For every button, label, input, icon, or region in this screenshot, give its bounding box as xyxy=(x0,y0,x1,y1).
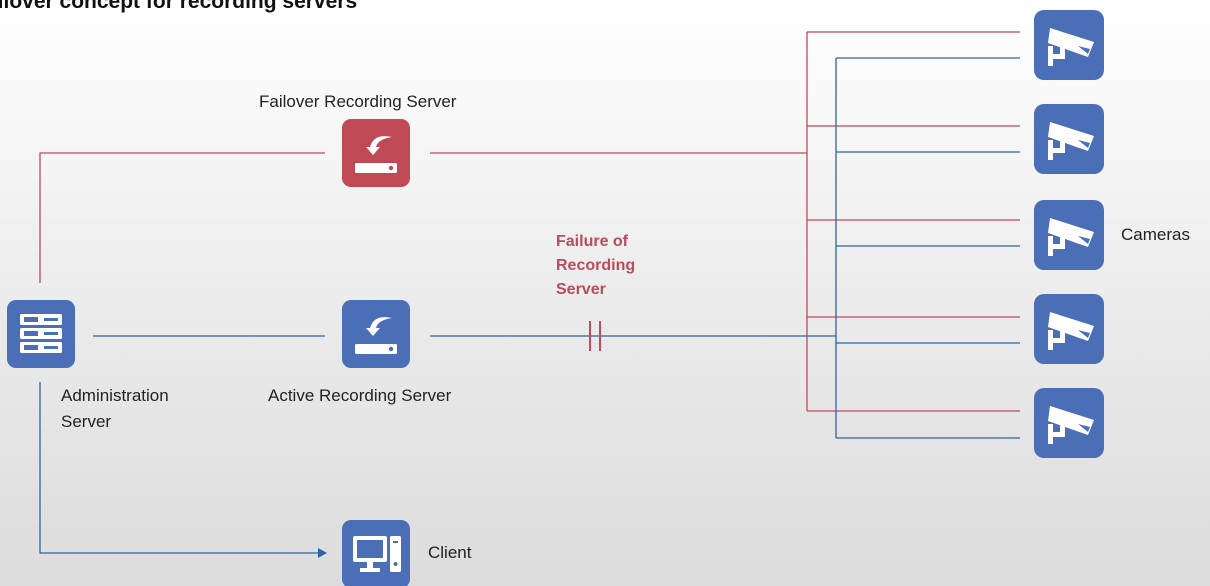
camera-icon[interactable] xyxy=(1034,200,1104,270)
camera-icon[interactable] xyxy=(1034,388,1104,458)
failover-server-label: Failover Recording Server xyxy=(259,92,457,111)
camera-icon[interactable] xyxy=(1034,104,1104,174)
failure-break-icon xyxy=(589,321,601,351)
active-server-icon[interactable] xyxy=(342,300,410,368)
camera-icon[interactable] xyxy=(1034,294,1104,364)
client-computer-icon[interactable] xyxy=(342,520,410,586)
admin-server-icon[interactable] xyxy=(7,300,75,368)
client-label: Client xyxy=(428,543,472,562)
failure-label-line2: Recording xyxy=(556,257,636,274)
page-title: ailover concept for recording servers xyxy=(0,0,358,13)
active-server-label: Active Recording Server xyxy=(268,386,452,405)
failover-connections xyxy=(39,31,1020,412)
failure-label-line1: Failure of xyxy=(556,233,629,250)
failure-label-line3: Server xyxy=(556,281,606,298)
admin-server-label-line2: Server xyxy=(61,412,112,431)
failover-server-icon[interactable] xyxy=(342,119,410,187)
client-arrow-icon xyxy=(318,548,327,558)
admin-server-label-line1: Administration xyxy=(61,386,169,405)
camera-icon[interactable] xyxy=(1034,10,1104,80)
cameras-label: Cameras xyxy=(1121,225,1190,244)
active-connections xyxy=(39,57,1020,554)
